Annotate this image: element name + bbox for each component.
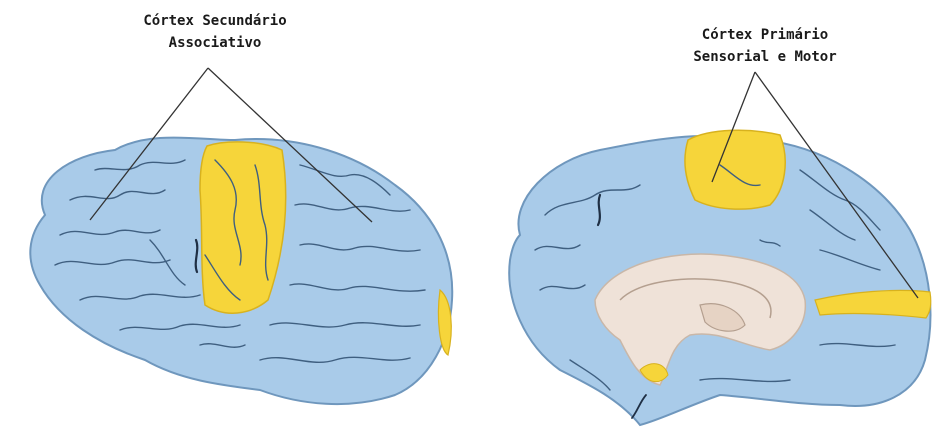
- secondary-cortex-label: Córtex Secundário Associativo: [95, 10, 335, 54]
- primary-cortex-label-line2: Sensorial e Motor: [665, 46, 865, 68]
- lateral-central-sulcus-mark: [196, 240, 198, 272]
- primary-cortex-label-line1: Córtex Primário: [665, 24, 865, 46]
- lateral-brain-view: [30, 138, 452, 405]
- secondary-cortex-label-line2: Associativo: [95, 32, 335, 54]
- medial-sulcus-mark: [598, 195, 600, 225]
- medial-primary-cortex-highlight: [685, 130, 785, 209]
- primary-cortex-label: Córtex Primário Sensorial e Motor: [665, 24, 865, 68]
- medial-brain-view: [509, 130, 931, 425]
- secondary-cortex-label-line1: Córtex Secundário: [95, 10, 335, 32]
